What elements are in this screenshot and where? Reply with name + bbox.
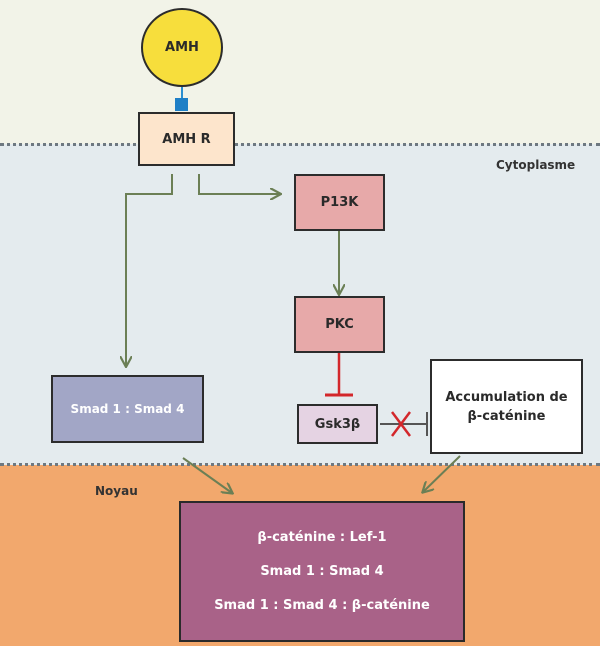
- nuclear-complex-line1: β-caténine : Lef-1: [257, 529, 387, 545]
- cell-membrane-line: [0, 143, 600, 146]
- arrow-amhr-to-p13k: [198, 174, 280, 194]
- accumulation-label-line1: Accumulation de: [445, 389, 568, 405]
- p13k-box: P13K: [294, 174, 385, 231]
- arrow-amhr-to-smad: [126, 174, 173, 366]
- nuclear-complex-line3: Smad 1 : Smad 4 : β-caténine: [214, 597, 430, 613]
- beta-catenin-accumulation-box: Accumulation de β-caténine: [430, 359, 583, 454]
- amh-receptor-box: AMH R: [138, 112, 235, 166]
- blocked-cross-stroke-2: [391, 411, 411, 437]
- arrow-accumulation-to-complex: [423, 455, 461, 492]
- nucleus-label: Noyau: [95, 484, 138, 498]
- smad-complex-box: Smad 1 : Smad 4: [51, 375, 204, 443]
- gsk3b-box: Gsk3β: [297, 404, 378, 444]
- extracellular-region: [0, 0, 600, 144]
- nuclear-complex-line2: Smad 1 : Smad 4: [260, 563, 384, 579]
- nuclear-complex-box: β-caténine : Lef-1 Smad 1 : Smad 4 Smad …: [179, 501, 465, 642]
- receptor-binding-square: [175, 98, 188, 111]
- cytoplasm-label: Cytoplasme: [496, 158, 576, 172]
- arrow-smad-to-complex: [182, 457, 232, 493]
- accumulation-label-line2: β-caténine: [467, 408, 546, 424]
- amh-ligand: AMH: [141, 8, 223, 87]
- pkc-box: PKC: [294, 296, 385, 353]
- nuclear-membrane-line: [0, 463, 600, 466]
